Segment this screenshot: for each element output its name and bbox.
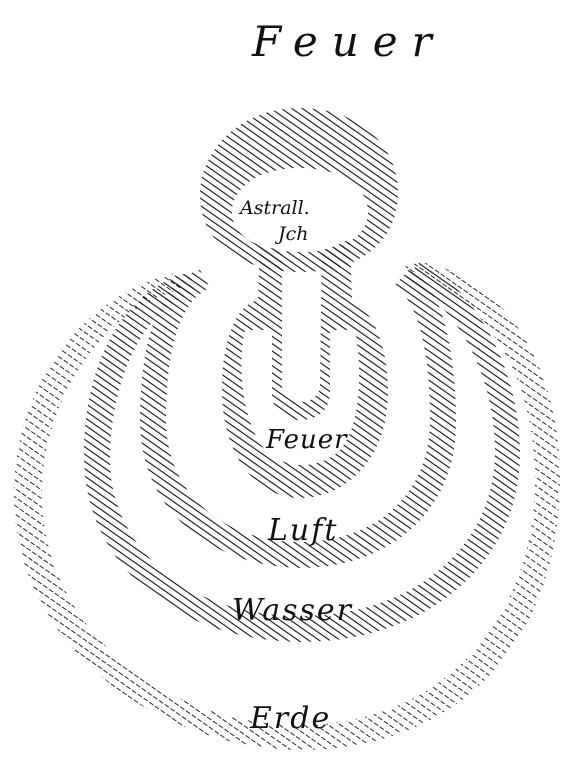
label-luft: Luft bbox=[267, 513, 338, 548]
label-wasser: Wasser bbox=[232, 593, 353, 628]
diagram-title: Feuer bbox=[251, 17, 446, 66]
label-astral-line2: Jch bbox=[274, 223, 309, 245]
label-erde: Erde bbox=[249, 701, 331, 736]
label-astral-line1: Astrall. bbox=[238, 197, 310, 219]
label-feuer: Feuer bbox=[265, 425, 348, 455]
